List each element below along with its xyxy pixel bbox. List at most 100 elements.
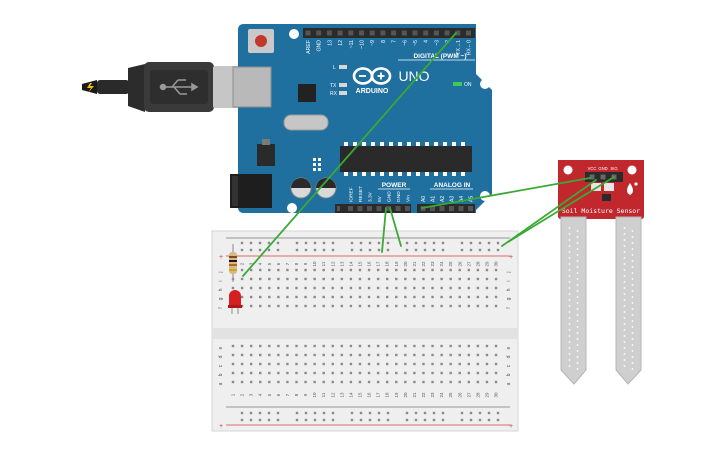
rail-hole[interactable] [240, 411, 244, 415]
terminal-hole[interactable] [376, 362, 380, 366]
terminal-hole[interactable] [295, 362, 298, 366]
rail-hole[interactable] [460, 418, 464, 422]
terminal-hole[interactable] [286, 380, 289, 384]
terminal-hole[interactable] [340, 344, 344, 348]
terminal-hole[interactable] [286, 344, 289, 348]
terminal-hole[interactable] [440, 277, 443, 281]
terminal-hole[interactable] [349, 304, 353, 308]
terminal-hole[interactable] [458, 344, 461, 348]
terminal-hole[interactable] [249, 304, 253, 308]
rail-hole[interactable] [240, 241, 244, 245]
terminal-hole[interactable] [249, 353, 253, 357]
rail-hole[interactable] [350, 241, 354, 245]
rail-hole[interactable] [295, 241, 299, 245]
power-pin-hole[interactable] [337, 206, 340, 211]
terminal-hole[interactable] [404, 344, 407, 348]
digital-pin-hole[interactable] [380, 30, 386, 36]
terminal-hole[interactable] [422, 286, 425, 290]
rail-hole[interactable] [386, 418, 390, 422]
terminal-hole[interactable] [313, 353, 316, 357]
terminal-hole[interactable] [476, 304, 480, 308]
terminal-hole[interactable] [295, 277, 298, 281]
rail-hole[interactable] [359, 418, 363, 422]
terminal-hole[interactable] [467, 344, 471, 348]
terminal-hole[interactable] [449, 268, 452, 272]
terminal-hole[interactable] [240, 371, 244, 375]
rail-hole[interactable] [460, 248, 464, 252]
terminal-hole[interactable] [331, 286, 334, 290]
reset-button-cap[interactable] [255, 35, 267, 47]
wire-vcc-rail-to-sensor[interactable] [507, 176, 615, 243]
terminal-hole[interactable] [449, 353, 452, 357]
terminal-hole[interactable] [431, 295, 434, 299]
digital-pin-hole[interactable] [369, 30, 375, 36]
terminal-hole[interactable] [349, 353, 353, 357]
rail-hole[interactable] [276, 418, 280, 422]
rail-hole[interactable] [405, 241, 409, 245]
terminal-hole[interactable] [494, 286, 498, 290]
terminal-hole[interactable] [385, 277, 389, 281]
terminal-hole[interactable] [358, 371, 362, 375]
rail-hole[interactable] [423, 248, 427, 252]
terminal-hole[interactable] [304, 268, 307, 272]
rail-hole[interactable] [487, 411, 491, 415]
power-pin-hole[interactable] [405, 206, 410, 211]
digital-pin-hole[interactable] [359, 30, 364, 36]
terminal-hole[interactable] [476, 371, 480, 375]
wire-5v-to-rail[interactable] [381, 207, 387, 253]
terminal-hole[interactable] [286, 268, 289, 272]
terminal-hole[interactable] [240, 380, 244, 384]
terminal-hole[interactable] [349, 371, 353, 375]
terminal-hole[interactable] [340, 353, 344, 357]
terminal-hole[interactable] [376, 295, 380, 299]
breadboard[interactable]: + + + + 11223344556677889910101111121213… [211, 230, 519, 432]
terminal-hole[interactable] [367, 353, 371, 357]
rail-hole[interactable] [322, 418, 326, 422]
terminal-hole[interactable] [458, 353, 461, 357]
terminal-hole[interactable] [494, 380, 498, 384]
terminal-hole[interactable] [304, 295, 307, 299]
rail-hole[interactable] [487, 248, 491, 252]
rail-hole[interactable] [478, 248, 482, 252]
rail-hole[interactable] [258, 241, 262, 245]
power-pin-hole[interactable] [386, 206, 391, 211]
terminal-hole[interactable] [395, 304, 398, 308]
terminal-hole[interactable] [259, 371, 262, 375]
rail-hole[interactable] [414, 248, 418, 252]
terminal-hole[interactable] [358, 286, 362, 290]
terminal-hole[interactable] [268, 286, 271, 290]
terminal-hole[interactable] [467, 295, 471, 299]
terminal-hole[interactable] [358, 353, 362, 357]
terminal-hole[interactable] [240, 344, 244, 348]
terminal-hole[interactable] [385, 380, 389, 384]
terminal-hole[interactable] [458, 304, 461, 308]
terminal-hole[interactable] [494, 268, 498, 272]
terminal-hole[interactable] [458, 268, 461, 272]
rail-hole[interactable] [377, 248, 381, 252]
terminal-hole[interactable] [322, 295, 325, 299]
terminal-hole[interactable] [494, 295, 498, 299]
terminal-hole[interactable] [440, 380, 443, 384]
terminal-hole[interactable] [385, 268, 389, 272]
rail-hole[interactable] [304, 248, 308, 252]
terminal-hole[interactable] [295, 353, 298, 357]
rail-hole[interactable] [322, 248, 326, 252]
terminal-hole[interactable] [422, 344, 425, 348]
rail-hole[interactable] [423, 241, 427, 245]
terminal-hole[interactable] [467, 380, 471, 384]
terminal-hole[interactable] [385, 344, 389, 348]
terminal-hole[interactable] [286, 371, 289, 375]
rail-hole[interactable] [386, 248, 390, 252]
digital-pin-hole[interactable] [348, 30, 354, 36]
terminal-hole[interactable] [313, 295, 316, 299]
resistor[interactable] [229, 244, 237, 282]
terminal-hole[interactable] [349, 295, 353, 299]
rail-hole[interactable] [368, 248, 372, 252]
rail-hole[interactable] [359, 241, 363, 245]
terminal-hole[interactable] [376, 380, 380, 384]
terminal-hole[interactable] [277, 362, 280, 366]
terminal-hole[interactable] [385, 362, 389, 366]
rail-hole[interactable] [304, 418, 308, 422]
terminal-hole[interactable] [449, 304, 452, 308]
rail-hole[interactable] [331, 248, 335, 252]
